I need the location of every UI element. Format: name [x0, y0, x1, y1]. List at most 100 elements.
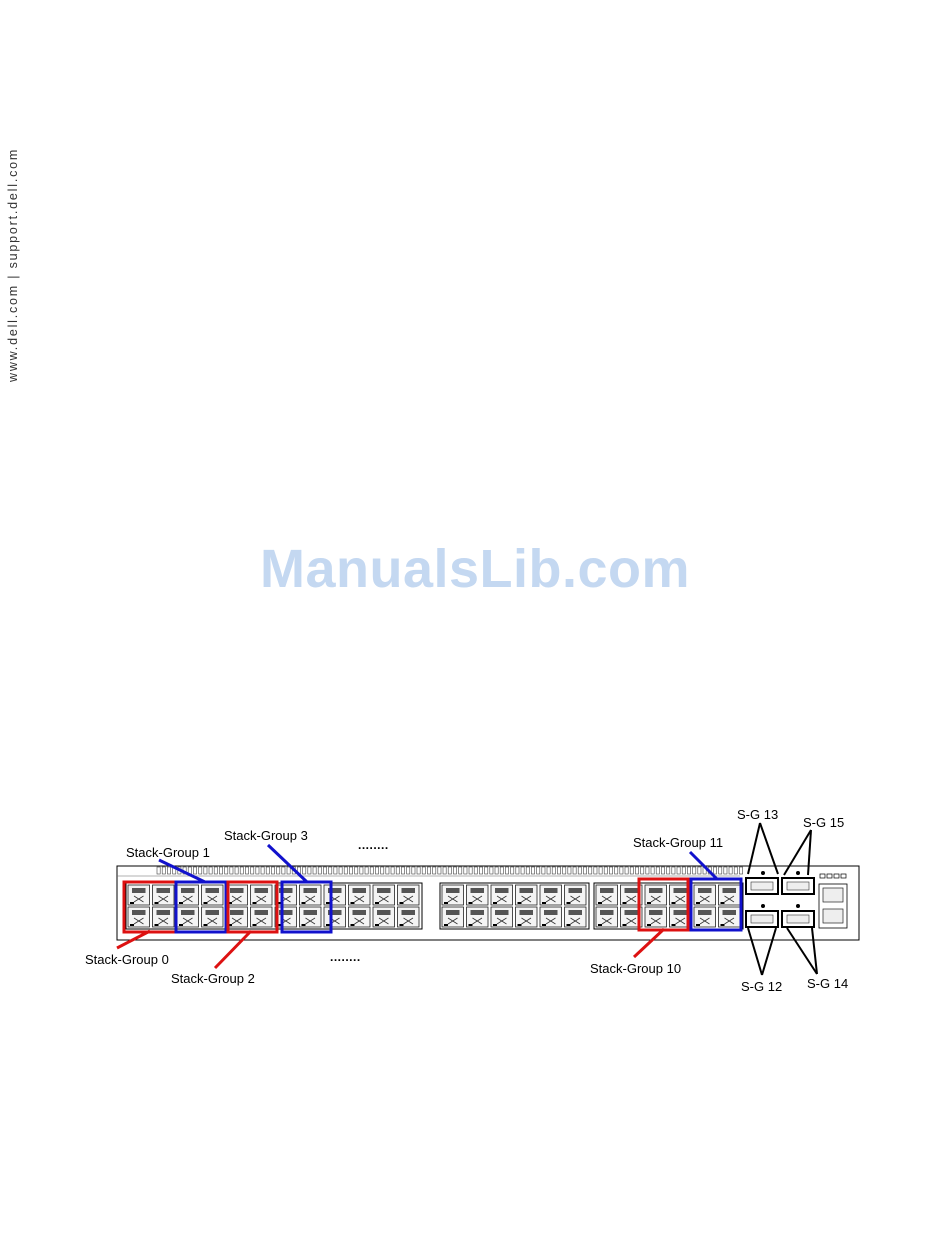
vent-slot	[620, 867, 623, 874]
vent-slot	[370, 867, 373, 874]
port-led	[155, 902, 159, 904]
vent-slot	[713, 867, 716, 874]
vent-slot	[318, 867, 321, 874]
port-led	[204, 924, 208, 926]
port-led	[179, 902, 183, 904]
rj45-latch	[544, 910, 558, 915]
vent-slot	[505, 867, 508, 874]
port-led	[179, 924, 183, 926]
vent-slot	[599, 867, 602, 874]
rj45-latch	[446, 910, 460, 915]
port-led	[598, 902, 602, 904]
vent-slot	[277, 867, 280, 874]
vent-slot	[453, 867, 456, 874]
sfp-cage	[787, 915, 809, 923]
vent-slot	[251, 867, 254, 874]
vent-slot	[479, 867, 482, 874]
vent-slot	[303, 867, 306, 874]
vent-slot	[365, 867, 368, 874]
label-sg-14: S-G 14	[807, 976, 848, 991]
vent-slot	[589, 867, 592, 874]
rj45-latch	[304, 910, 318, 915]
port-led	[469, 924, 473, 926]
vent-slot	[308, 867, 311, 874]
vent-slot	[167, 867, 170, 874]
port-led	[567, 924, 571, 926]
port-led	[204, 902, 208, 904]
port-led	[647, 924, 651, 926]
rj45-latch	[520, 888, 534, 893]
vent-slot	[604, 867, 607, 874]
vent-slot	[698, 867, 701, 874]
rj45-latch	[377, 910, 391, 915]
vent-slot	[625, 867, 628, 874]
vent-slot	[563, 867, 566, 874]
vent-slot	[245, 867, 248, 874]
rj45-latch	[255, 888, 269, 893]
port-led	[326, 924, 330, 926]
port-led	[302, 902, 306, 904]
label-stack-group-2: Stack-Group 2	[171, 971, 255, 986]
rj45-latch	[353, 888, 367, 893]
port-led	[542, 924, 546, 926]
vent-slot	[635, 867, 638, 874]
rj45-latch	[377, 888, 391, 893]
port-led	[375, 902, 379, 904]
vent-slot	[521, 867, 524, 874]
rj45-latch	[625, 888, 639, 893]
status-led	[834, 874, 839, 878]
label-stack-group-1: Stack-Group 1	[126, 845, 210, 860]
rj45-latch	[600, 910, 614, 915]
rj45-latch	[402, 888, 416, 893]
vent-slot	[646, 867, 649, 874]
rj45-latch	[230, 888, 244, 893]
vent-slot	[323, 867, 326, 874]
vent-slot	[667, 867, 670, 874]
port-led	[721, 902, 725, 904]
vent-slot	[516, 867, 519, 874]
vent-slot	[266, 867, 269, 874]
vent-slot	[199, 867, 202, 874]
vent-slot	[422, 867, 425, 874]
port-led	[469, 902, 473, 904]
vent-slot	[552, 867, 555, 874]
vent-slot	[682, 867, 685, 874]
sfp-cage	[751, 882, 773, 890]
vent-slot	[651, 867, 654, 874]
vent-slot	[693, 867, 696, 874]
port-led	[400, 924, 404, 926]
port-led	[400, 902, 404, 904]
port-led	[623, 902, 627, 904]
vent-slot	[214, 867, 217, 874]
vent-slot	[360, 867, 363, 874]
ellipsis-bottom: ........	[330, 950, 361, 964]
port-led	[542, 902, 546, 904]
port-led	[444, 902, 448, 904]
vent-slot	[739, 867, 742, 874]
vent-slot	[641, 867, 644, 874]
port-led	[493, 924, 497, 926]
rj45-latch	[625, 910, 639, 915]
label-stack-group-0: Stack-Group 0	[85, 952, 169, 967]
port-led	[351, 924, 355, 926]
vent-slot	[313, 867, 316, 874]
vent-slot	[407, 867, 410, 874]
vent-slot	[225, 867, 228, 874]
vent-slot	[474, 867, 477, 874]
port-led	[696, 902, 700, 904]
vent-slot	[557, 867, 560, 874]
rj45-latch	[698, 888, 712, 893]
vent-slot	[427, 867, 430, 874]
vent-slot	[594, 867, 597, 874]
vent-slot	[193, 867, 196, 874]
vent-slot	[547, 867, 550, 874]
status-led	[827, 874, 832, 878]
vent-slot	[630, 867, 633, 874]
rj45-latch	[181, 910, 195, 915]
port-led	[672, 902, 676, 904]
vent-slot	[240, 867, 243, 874]
label-stack-group-3: Stack-Group 3	[224, 828, 308, 843]
vent-slot	[219, 867, 222, 874]
vent-slot	[537, 867, 540, 874]
rj45-latch	[569, 888, 583, 893]
